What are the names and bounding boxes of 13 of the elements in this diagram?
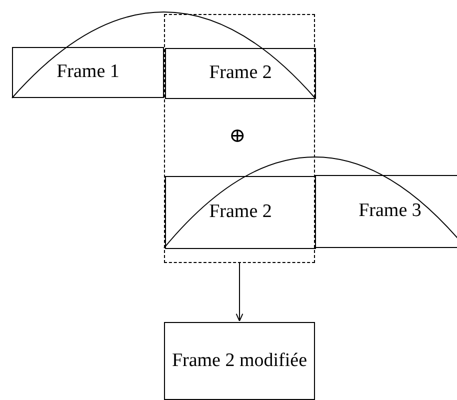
frame-label: Frame 2 modifiée <box>170 348 308 373</box>
frame-label: Frame 3 <box>358 199 422 224</box>
frame-label: Frame 1 <box>56 60 120 84</box>
frame-box <box>12 47 164 98</box>
frame-label: Frame 2 <box>208 200 273 224</box>
frame-label: Frame 2 <box>208 61 273 86</box>
dashed-selection-box <box>164 14 315 263</box>
frame-box <box>315 175 457 248</box>
frame-box <box>165 48 316 99</box>
xor-symbol: ⊕ <box>229 124 246 148</box>
frame-box <box>165 176 316 249</box>
frame-box <box>164 322 315 400</box>
arrow <box>236 262 244 322</box>
